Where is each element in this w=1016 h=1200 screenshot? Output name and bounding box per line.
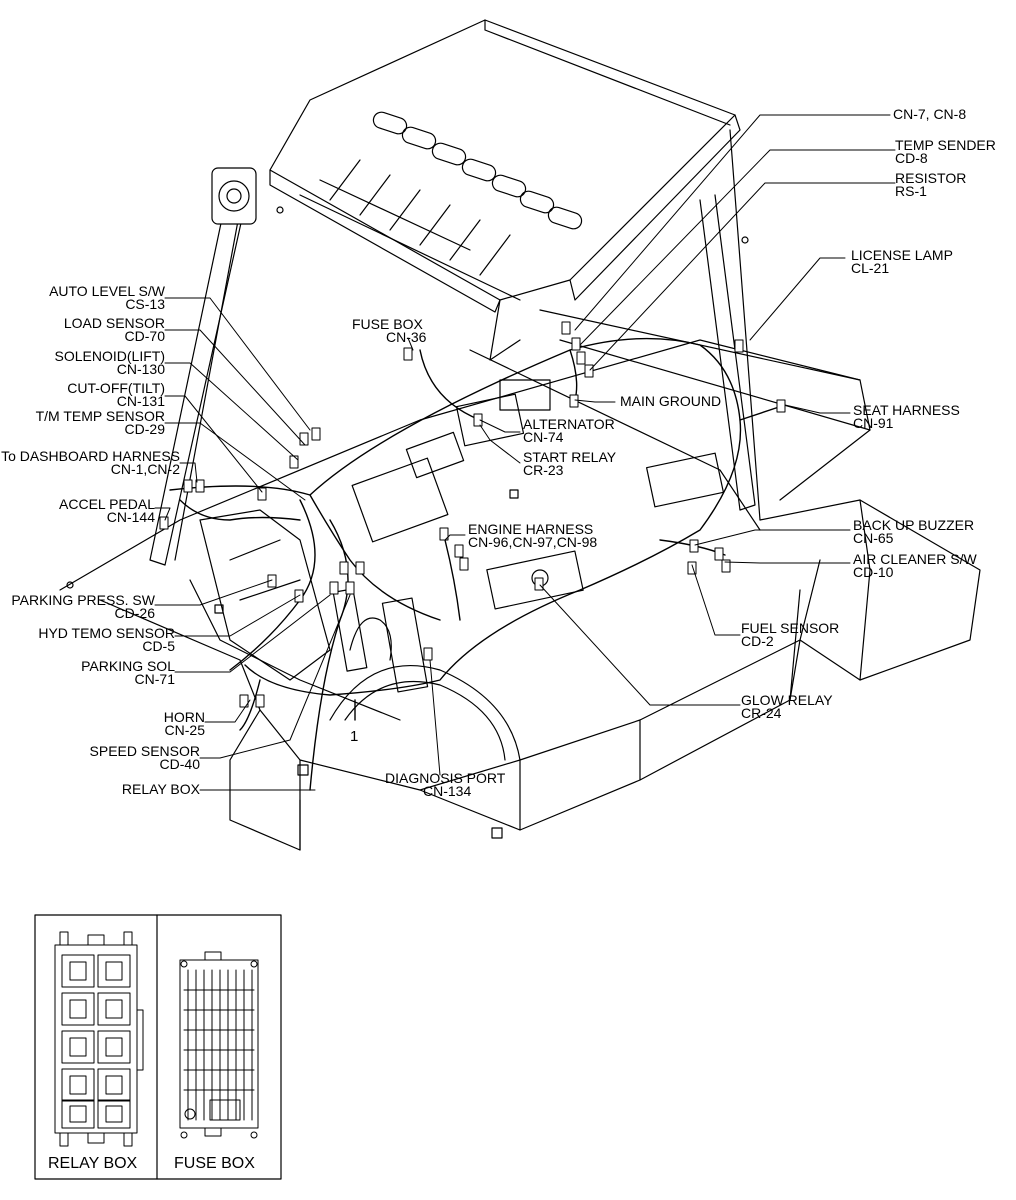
fuse-box-drawing [179,951,259,1139]
wiring-harness [169,337,786,791]
relay-box-drawing [54,931,144,1147]
callout-main-ground: MAIN GROUND [620,393,722,409]
guard-posts [149,129,761,566]
callout-relay-box: RELAY BOX [121,781,200,797]
roof-slots [372,111,583,230]
inset-frame [34,914,282,1180]
leader-lines [154,114,896,791]
callout-solenoid-lift: SOLENOID(LIFT)CN-130 [54,348,165,377]
inset-relay-box-caption: RELAY BOX [48,1155,138,1172]
callout-cn-7-cn-8: CN-7, CN-8 [893,106,967,122]
chassis-frame [59,206,981,851]
roof-slats [299,159,521,301]
reference-marker: 1 [350,728,359,745]
overhead-guard [269,19,741,313]
callout-cut-off-tilt: CUT-OFF(TILT)CN-131 [67,380,165,409]
beacon-lamp [211,167,257,225]
inset-fuse-box-caption: FUSE BOX [174,1155,255,1172]
